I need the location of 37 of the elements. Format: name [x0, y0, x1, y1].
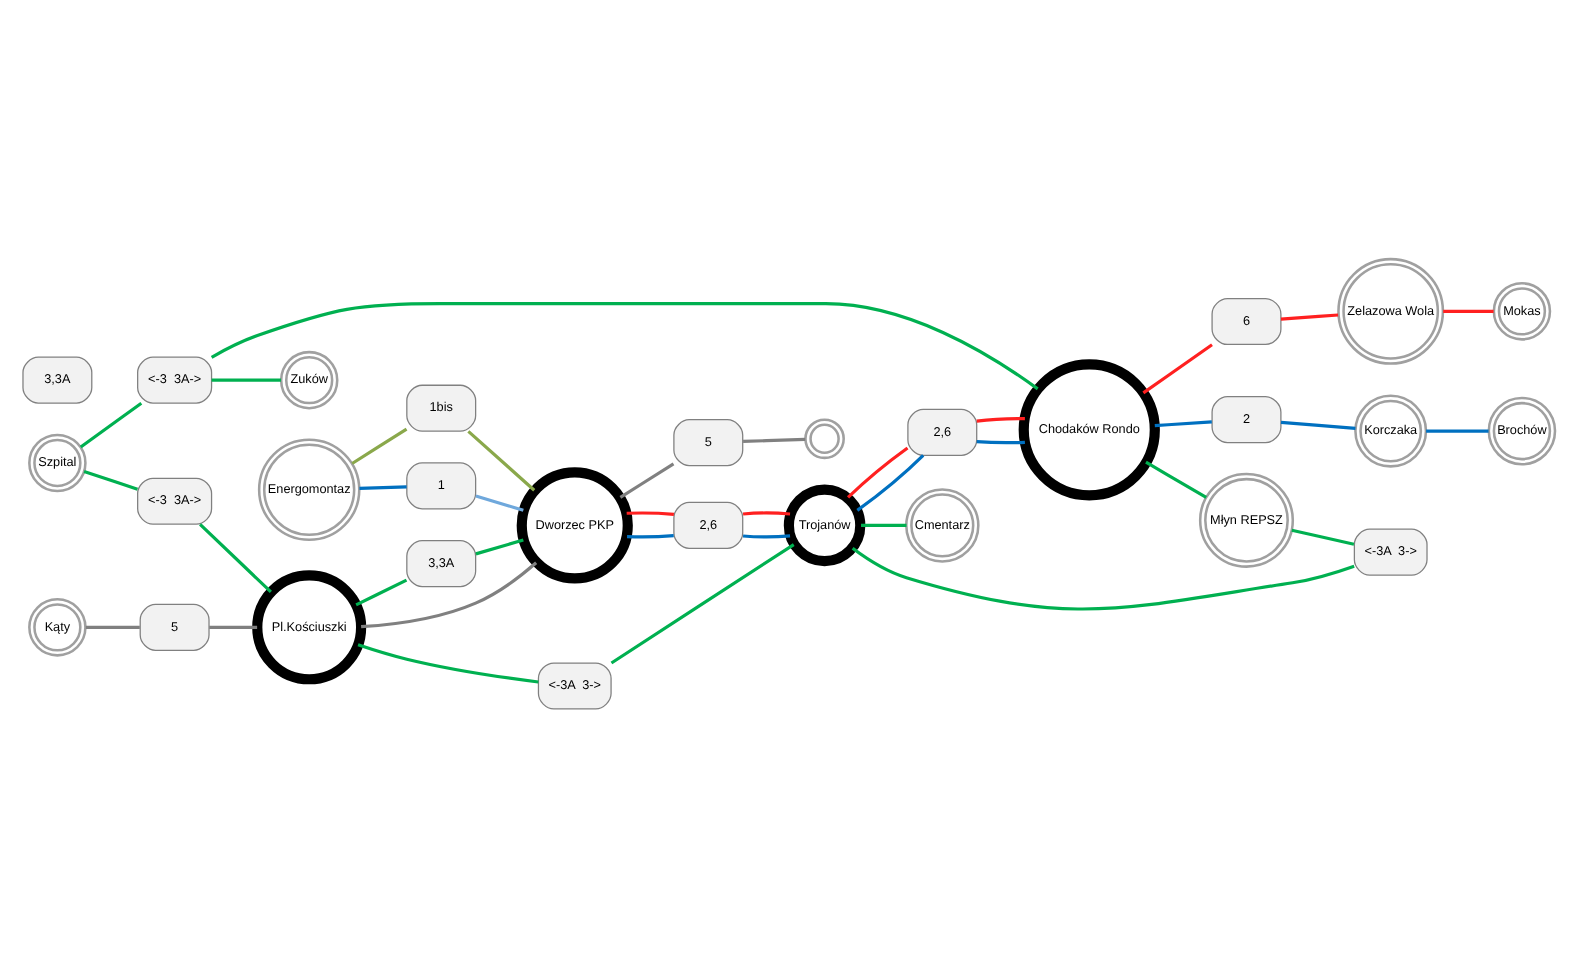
connector: [475, 537, 524, 555]
connector: [1443, 308, 1494, 312]
connector: [856, 453, 925, 511]
connector: [85, 624, 140, 628]
connector: [199, 522, 272, 593]
connector: [351, 426, 408, 464]
connector: [361, 560, 538, 628]
connector: [743, 436, 806, 443]
connector: [976, 439, 1025, 444]
connector: [610, 542, 795, 664]
connector: [976, 416, 1025, 422]
connector: [83, 468, 139, 490]
connector: [1280, 419, 1356, 429]
connector: [211, 377, 281, 381]
connector: [475, 493, 524, 511]
connector: [627, 532, 674, 538]
connector: [210, 301, 1039, 390]
connector: [355, 577, 408, 606]
connector: [851, 545, 1355, 610]
connector: [861, 522, 907, 526]
connector: [742, 533, 791, 538]
connector: [209, 624, 258, 628]
connector: [357, 642, 539, 683]
connector: [359, 484, 407, 489]
connector: [619, 461, 675, 498]
node-circle: [804, 417, 845, 459]
connector: [1142, 342, 1213, 394]
connector: [742, 510, 791, 515]
connector: [1426, 428, 1489, 432]
connector: [626, 510, 675, 516]
connector: [79, 401, 143, 448]
connector: [846, 445, 909, 498]
connector: [1291, 527, 1355, 545]
connector: [1154, 419, 1212, 427]
connector: [1280, 312, 1339, 320]
connector: [467, 429, 536, 491]
connector: [1145, 459, 1207, 498]
